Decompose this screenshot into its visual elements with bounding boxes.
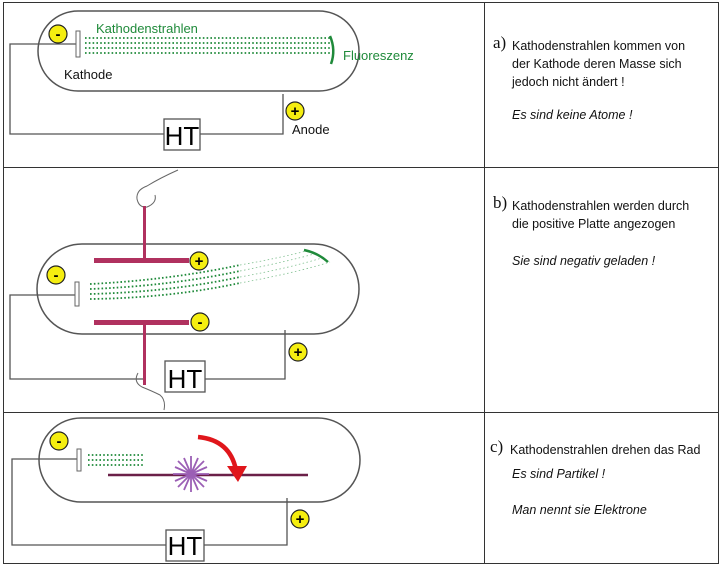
paddle-wheel-c <box>173 456 209 492</box>
power-label-c: HT <box>168 531 203 561</box>
row-c-conclusion-2: Man nennt sie Elektrone <box>512 503 647 517</box>
svg-text:-: - <box>54 267 59 284</box>
circuit-b <box>9 294 286 393</box>
svg-text:-: - <box>57 433 62 450</box>
row-a-line-2: der Kathode deren Masse sich <box>512 57 682 71</box>
ray-beam-a <box>85 37 330 54</box>
cathode-label: Kathode <box>64 67 113 82</box>
fluorescence-label: Fluoreszenz <box>343 48 414 63</box>
row-c-line-1: Kathodenstrahlen drehen das Rad <box>510 443 701 457</box>
ray-beam-faint-b <box>239 249 331 284</box>
row-b-line-2: die positive Platte angezogen <box>512 217 676 231</box>
circuit-c <box>11 458 288 562</box>
row-a-letter: a) <box>493 33 507 52</box>
tube-a <box>37 10 360 92</box>
cathode-plate-c <box>76 448 82 472</box>
ray-beam-c <box>88 454 145 466</box>
tube-c <box>38 417 361 503</box>
rays-label: Kathodenstrahlen <box>96 21 198 36</box>
ray-beam-b <box>89 264 241 300</box>
minus-sign-b-tube: - <box>46 265 66 285</box>
minus-sign-a: - <box>48 24 68 44</box>
row-a-line-3: jedoch nicht ändert ! <box>512 75 625 89</box>
row-b-line-1: Kathodenstrahlen werden durch <box>512 199 690 213</box>
power-label-b: HT <box>168 364 203 394</box>
power-label-a: HT <box>165 121 200 151</box>
svg-text:-: - <box>56 26 61 43</box>
row-b-conclusion: Sie sind negativ geladen ! <box>512 254 656 268</box>
plus-sign-b-plate: + <box>189 251 209 271</box>
plus-sign-b-anode: + <box>288 342 308 362</box>
fluorescence-glow-b <box>303 248 329 263</box>
tube-b <box>36 243 360 335</box>
row-c-conclusion-1: Es sind Partikel ! <box>512 467 606 481</box>
minus-sign-c: - <box>49 431 69 451</box>
svg-text:-: - <box>198 314 203 331</box>
cathode-plate-a <box>75 30 81 58</box>
deflection-plates-b <box>94 206 189 385</box>
hand-bottom-b <box>135 372 165 411</box>
rotation-arrow-c <box>197 434 247 482</box>
table-grid <box>3 2 719 564</box>
svg-text:+: + <box>294 344 303 361</box>
fluorescence-glow-a <box>328 35 335 65</box>
svg-text:+: + <box>291 103 300 120</box>
svg-text:+: + <box>296 511 305 528</box>
svg-text:+: + <box>195 253 204 270</box>
cathode-plate-b <box>74 281 80 307</box>
anode-label: Anode <box>292 122 330 137</box>
row-a-line-1: Kathodenstrahlen kommen von <box>512 39 686 53</box>
row-b-letter: b) <box>493 193 508 212</box>
hand-top-b <box>136 169 179 208</box>
row-c-letter: c) <box>490 437 504 456</box>
circuit-a <box>9 43 284 151</box>
row-a-conclusion: Es sind keine Atome ! <box>512 108 633 122</box>
plus-sign-a: + <box>285 101 305 121</box>
plus-sign-c: + <box>290 509 310 529</box>
minus-sign-b-plate: - <box>190 312 210 332</box>
